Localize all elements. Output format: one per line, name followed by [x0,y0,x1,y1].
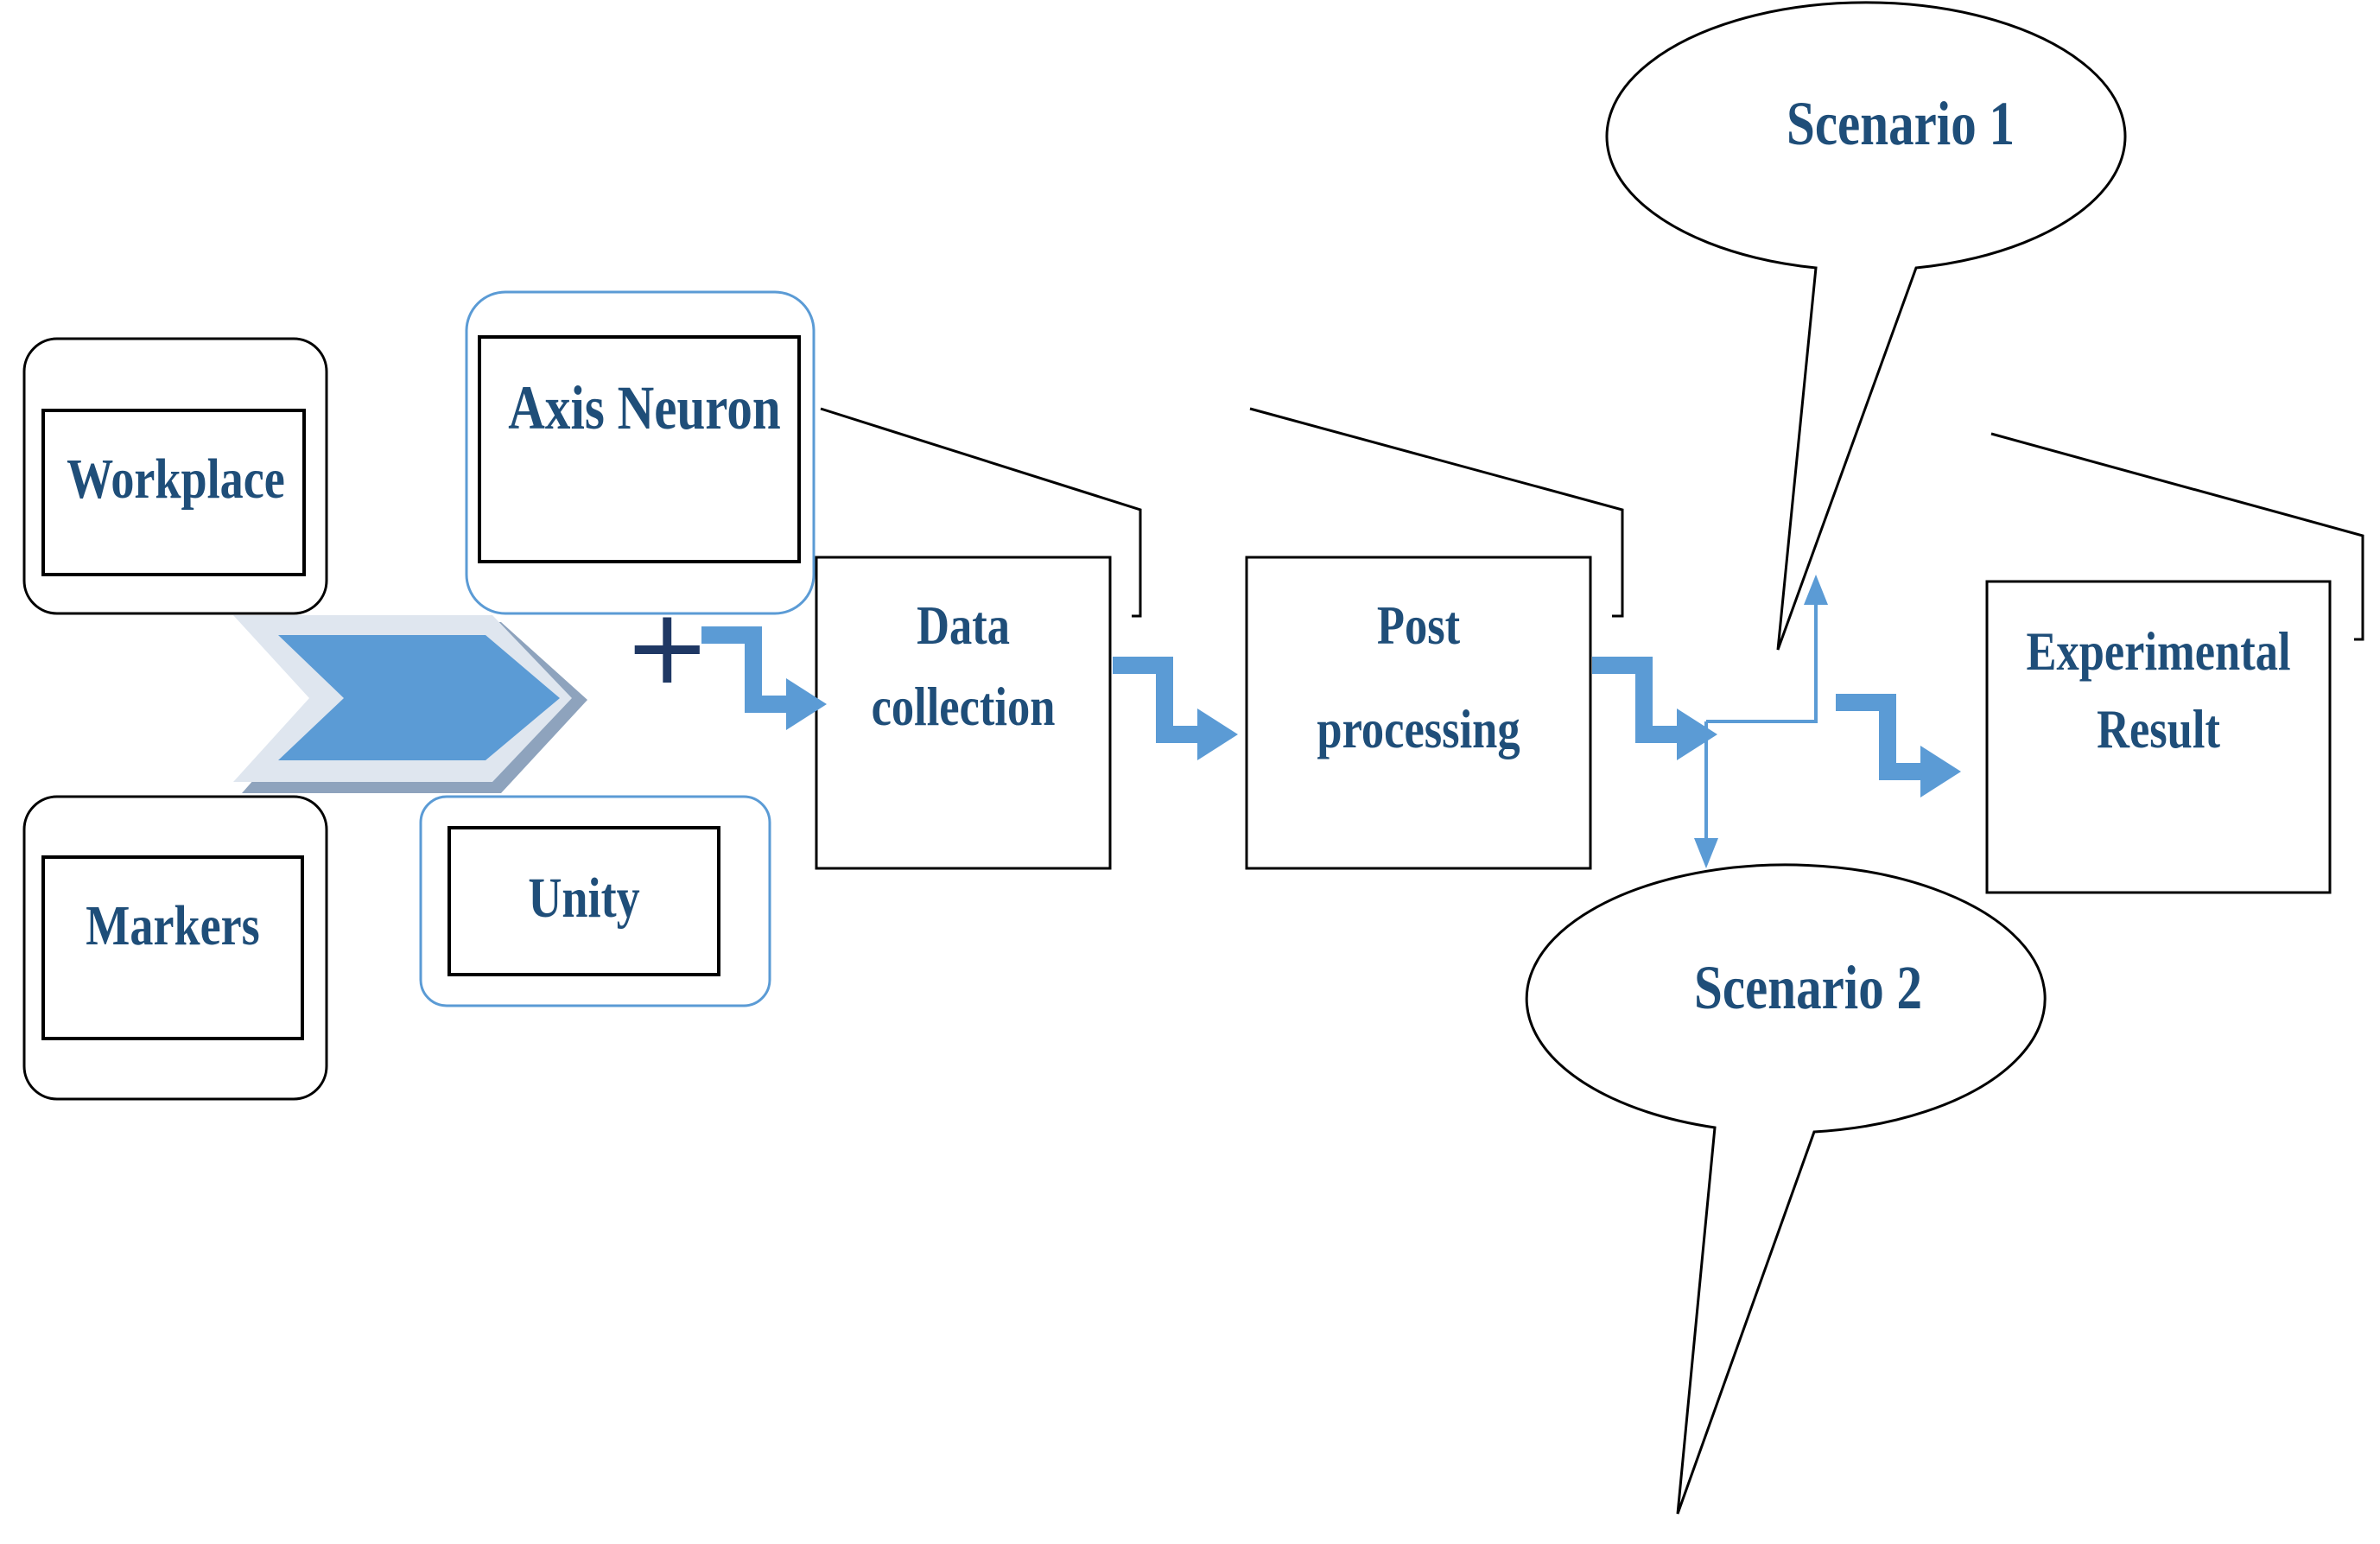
scenario-2-label: Scenario 2 [1693,953,1923,1022]
combine-chevron-arrow [233,615,587,793]
experimental-result-label-line1: Experimental [2026,620,2291,682]
data-collection-label: Data collection [843,594,1084,737]
post-processing-label-line1: Post [1376,594,1461,656]
axis-neuron-label: Axis Neuron [508,373,781,442]
workplace-box [41,409,306,576]
arrow-to-branch [1592,665,1717,760]
markers-box [41,855,304,1040]
scenario-2-bubble [1525,863,2047,1515]
workplace-label: Workplace [67,448,285,511]
experimental-result-label-line2: Result [2097,697,2220,759]
markers-label: Markers [86,894,260,957]
plus-operator: + [624,588,711,708]
unity-box [447,826,720,976]
post-processing-callout-line [1249,407,1624,618]
scenario-branch-connector [1694,575,1828,868]
data-collection-callout-line [820,407,1142,618]
axis-neuron-box [478,335,801,563]
data-collection-label-line1: Data [917,594,1010,656]
post-processing-label: Post processing [1278,594,1559,759]
post-processing-box [1245,556,1592,870]
arrow-to-data-collection [701,635,827,730]
arrow-to-post-processing [1113,665,1238,760]
scenario-1-label: Scenario 1 [1786,89,2015,158]
post-processing-label-line2: processing [1317,697,1520,759]
experimental-result-box [1985,580,2332,894]
data-collection-box [815,556,1112,870]
experimental-result-callout-line [1990,432,2364,641]
scenario-1-bubble [1605,1,2127,651]
unity-label: Unity [528,867,640,930]
data-collection-label-line2: collection [871,675,1056,737]
arrow-to-experimental-result [1836,702,1961,797]
experimental-result-label: Experimental Result [2018,620,2300,759]
